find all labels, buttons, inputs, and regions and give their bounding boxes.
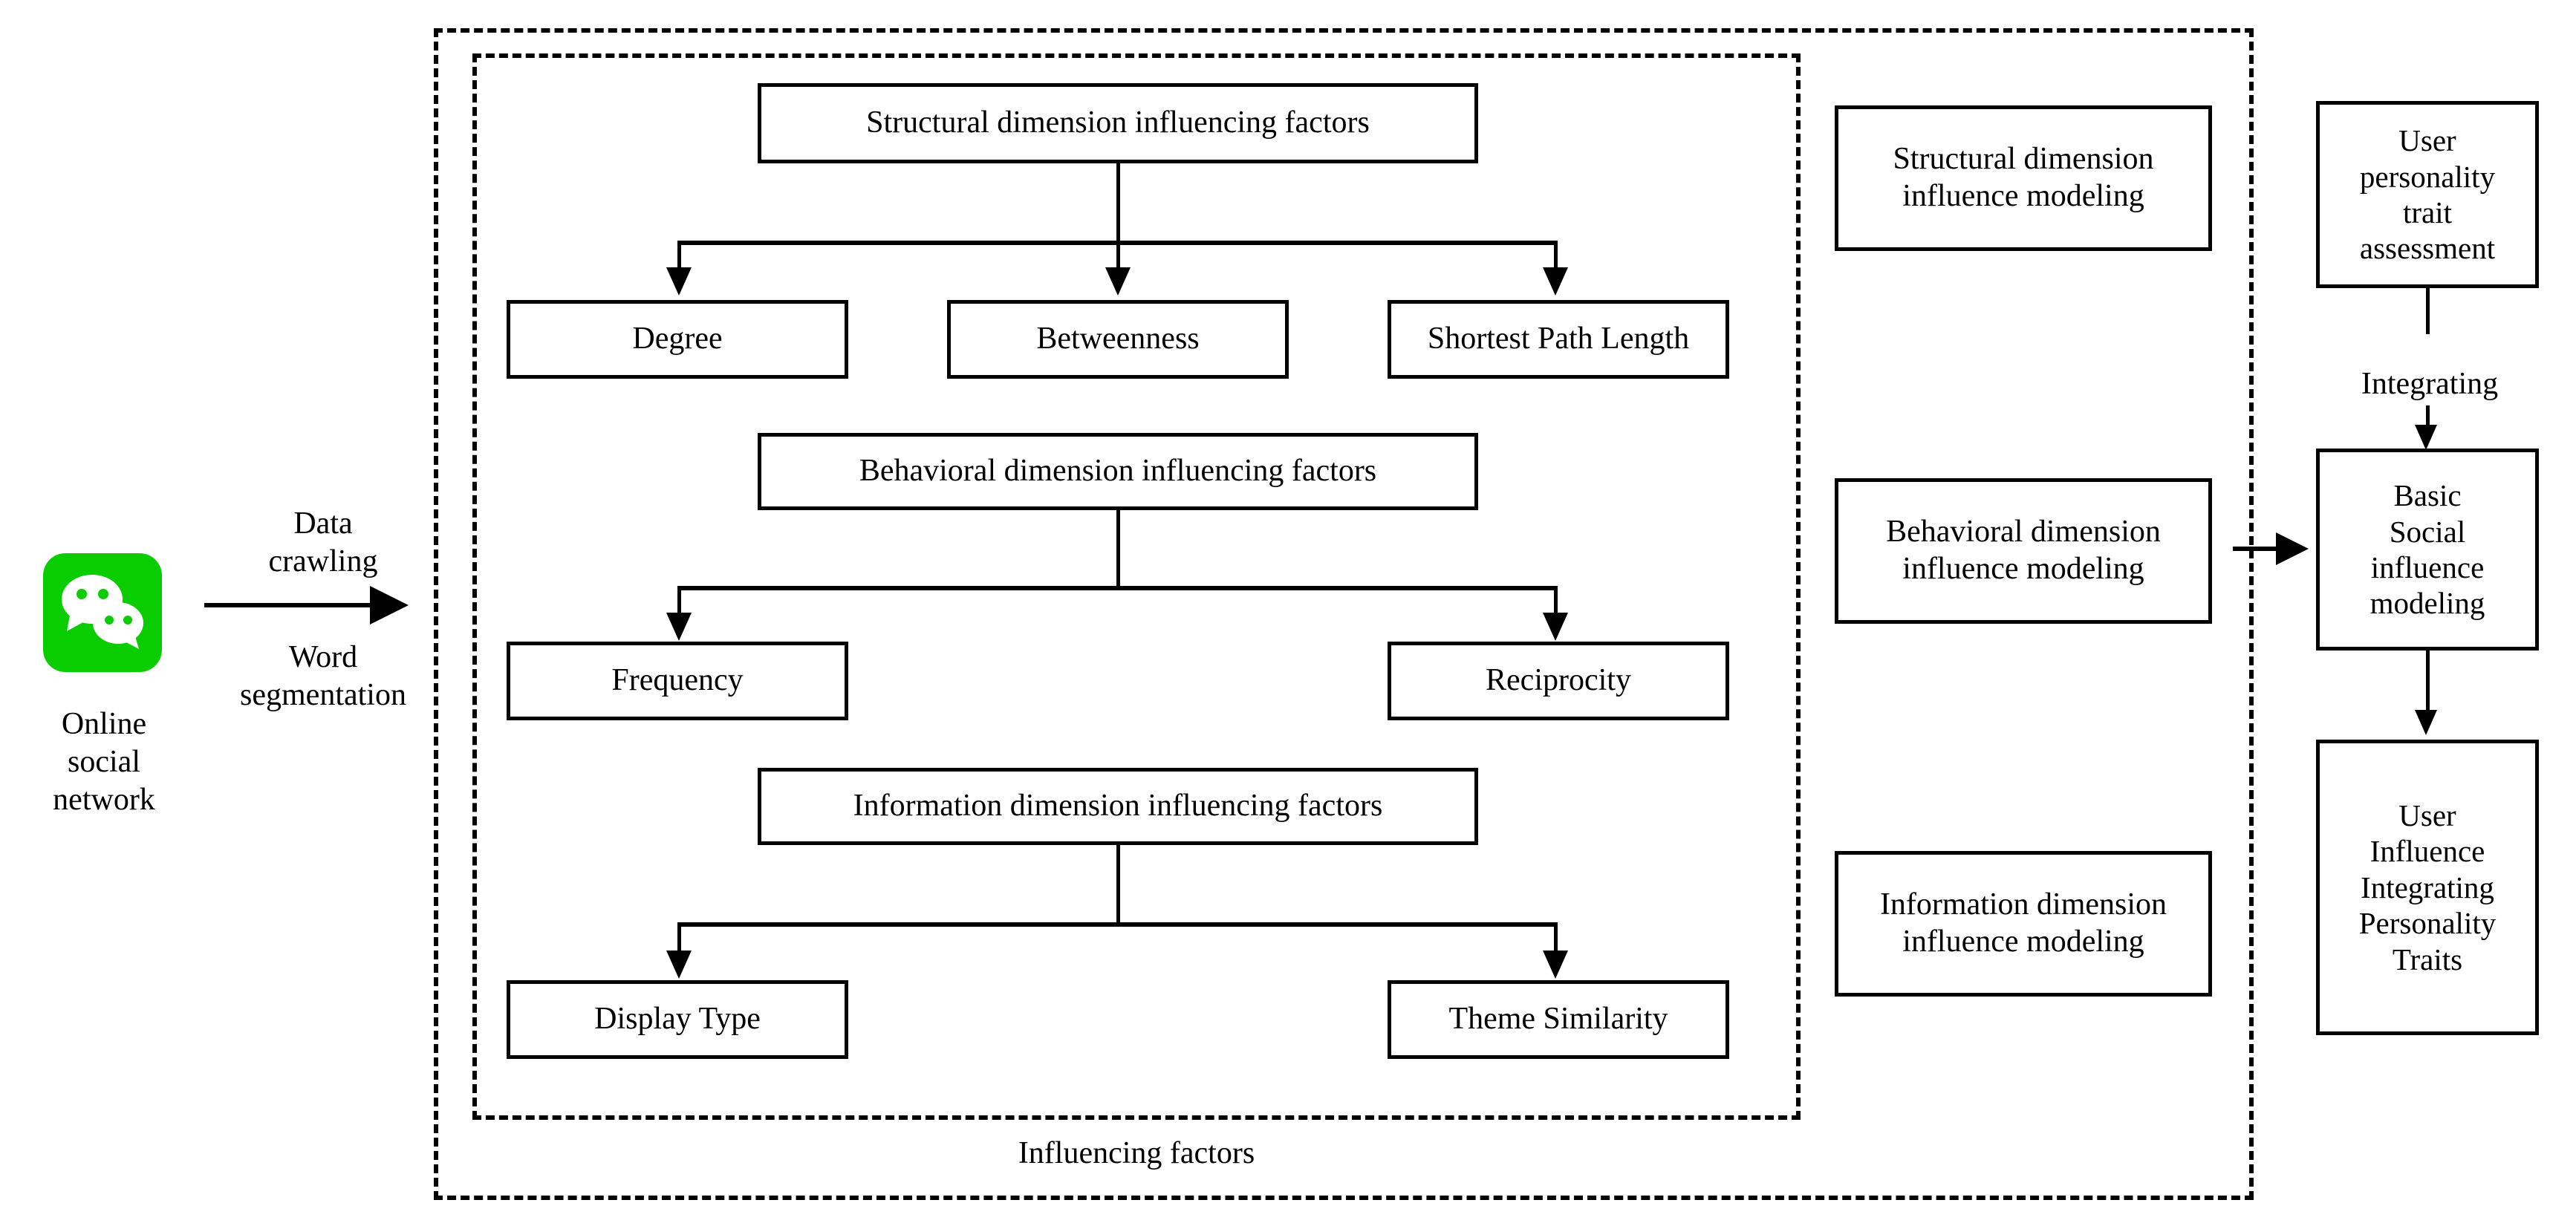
- information-arrow-1: [666, 951, 692, 979]
- information-drop-1: [677, 922, 681, 955]
- information-child-box-display-type[interactable]: Display Type: [507, 980, 848, 1059]
- influencing-factors-dashed-container: [472, 53, 1801, 1120]
- flow-arrow-line: [204, 603, 371, 607]
- structural-dimension-parent-box[interactable]: Structural dimension influencing factors: [758, 83, 1478, 163]
- information-dimension-parent-box[interactable]: Information dimension influencing factor…: [758, 768, 1478, 845]
- behavioral-dimension-parent-box[interactable]: Behavioral dimension influencing factors: [758, 433, 1478, 510]
- integrating-label: Integrating: [2361, 367, 2499, 401]
- modeling-box-structural[interactable]: Structural dimension influence modeling: [1835, 105, 2212, 251]
- behavioral-drop-2: [1554, 586, 1558, 617]
- structural-drop-2: [1116, 241, 1120, 272]
- basic-social-influence-modeling-box[interactable]: Basic Social influence modeling: [2316, 449, 2539, 651]
- behavioral-branch-stem: [1116, 510, 1120, 589]
- flow-arrow-head: [370, 586, 409, 625]
- flow-arrow-top-label: Data crawling: [268, 506, 378, 579]
- information-drop-2: [1554, 922, 1558, 955]
- basic-to-result-stem: [2426, 651, 2430, 719]
- assessment-to-basic-stem: [2426, 288, 2430, 334]
- structural-arrow-1: [666, 267, 692, 296]
- information-arrow-2: [1543, 951, 1568, 979]
- information-branch-stem: [1116, 845, 1120, 925]
- structural-child-box-betweenness[interactable]: Betweenness: [947, 300, 1289, 379]
- assessment-to-basic-stem-lower: [2426, 405, 2430, 429]
- flow-arrow-bottom-label: Word segmentation: [240, 640, 406, 713]
- structural-drop-3: [1554, 241, 1558, 272]
- user-influence-integrating-personality-traits-box[interactable]: User Influence Integrating Personality T…: [2316, 740, 2539, 1035]
- source-label: Online social network: [53, 707, 155, 818]
- structural-child-box-degree[interactable]: Degree: [507, 300, 848, 379]
- modeling-to-basic-arrow-line: [2233, 547, 2279, 551]
- structural-arrow-3: [1543, 267, 1568, 296]
- behavioral-arrow-2: [1543, 613, 1568, 641]
- user-personality-trait-assessment-box[interactable]: User personality trait assessment: [2316, 101, 2539, 288]
- basic-to-result-arrow: [2415, 710, 2437, 735]
- behavioral-arrow-1: [666, 613, 692, 641]
- influencing-factors-group-label: Influencing factors: [1018, 1136, 1255, 1170]
- structural-child-box-shortest-path-length[interactable]: Shortest Path Length: [1388, 300, 1729, 379]
- structural-drop-1: [677, 241, 681, 272]
- assessment-to-basic-arrow: [2415, 425, 2437, 450]
- modeling-box-behavioral[interactable]: Behavioral dimension influence modeling: [1835, 478, 2212, 624]
- information-branch-bar: [677, 922, 1558, 927]
- behavioral-child-box-reciprocity[interactable]: Reciprocity: [1388, 642, 1729, 720]
- information-child-box-theme-similarity[interactable]: Theme Similarity: [1388, 980, 1729, 1059]
- wechat-logo-icon: [43, 553, 162, 672]
- outer-dashed-container: [434, 28, 2254, 1200]
- modeling-box-information[interactable]: Information dimension influence modeling: [1835, 851, 2212, 997]
- structural-branch-stem: [1116, 163, 1120, 244]
- modeling-to-basic-arrow-head: [2276, 532, 2309, 565]
- behavioral-drop-1: [677, 586, 681, 617]
- structural-arrow-2: [1105, 267, 1131, 296]
- behavioral-branch-bar: [677, 586, 1558, 590]
- behavioral-child-box-frequency[interactable]: Frequency: [507, 642, 848, 720]
